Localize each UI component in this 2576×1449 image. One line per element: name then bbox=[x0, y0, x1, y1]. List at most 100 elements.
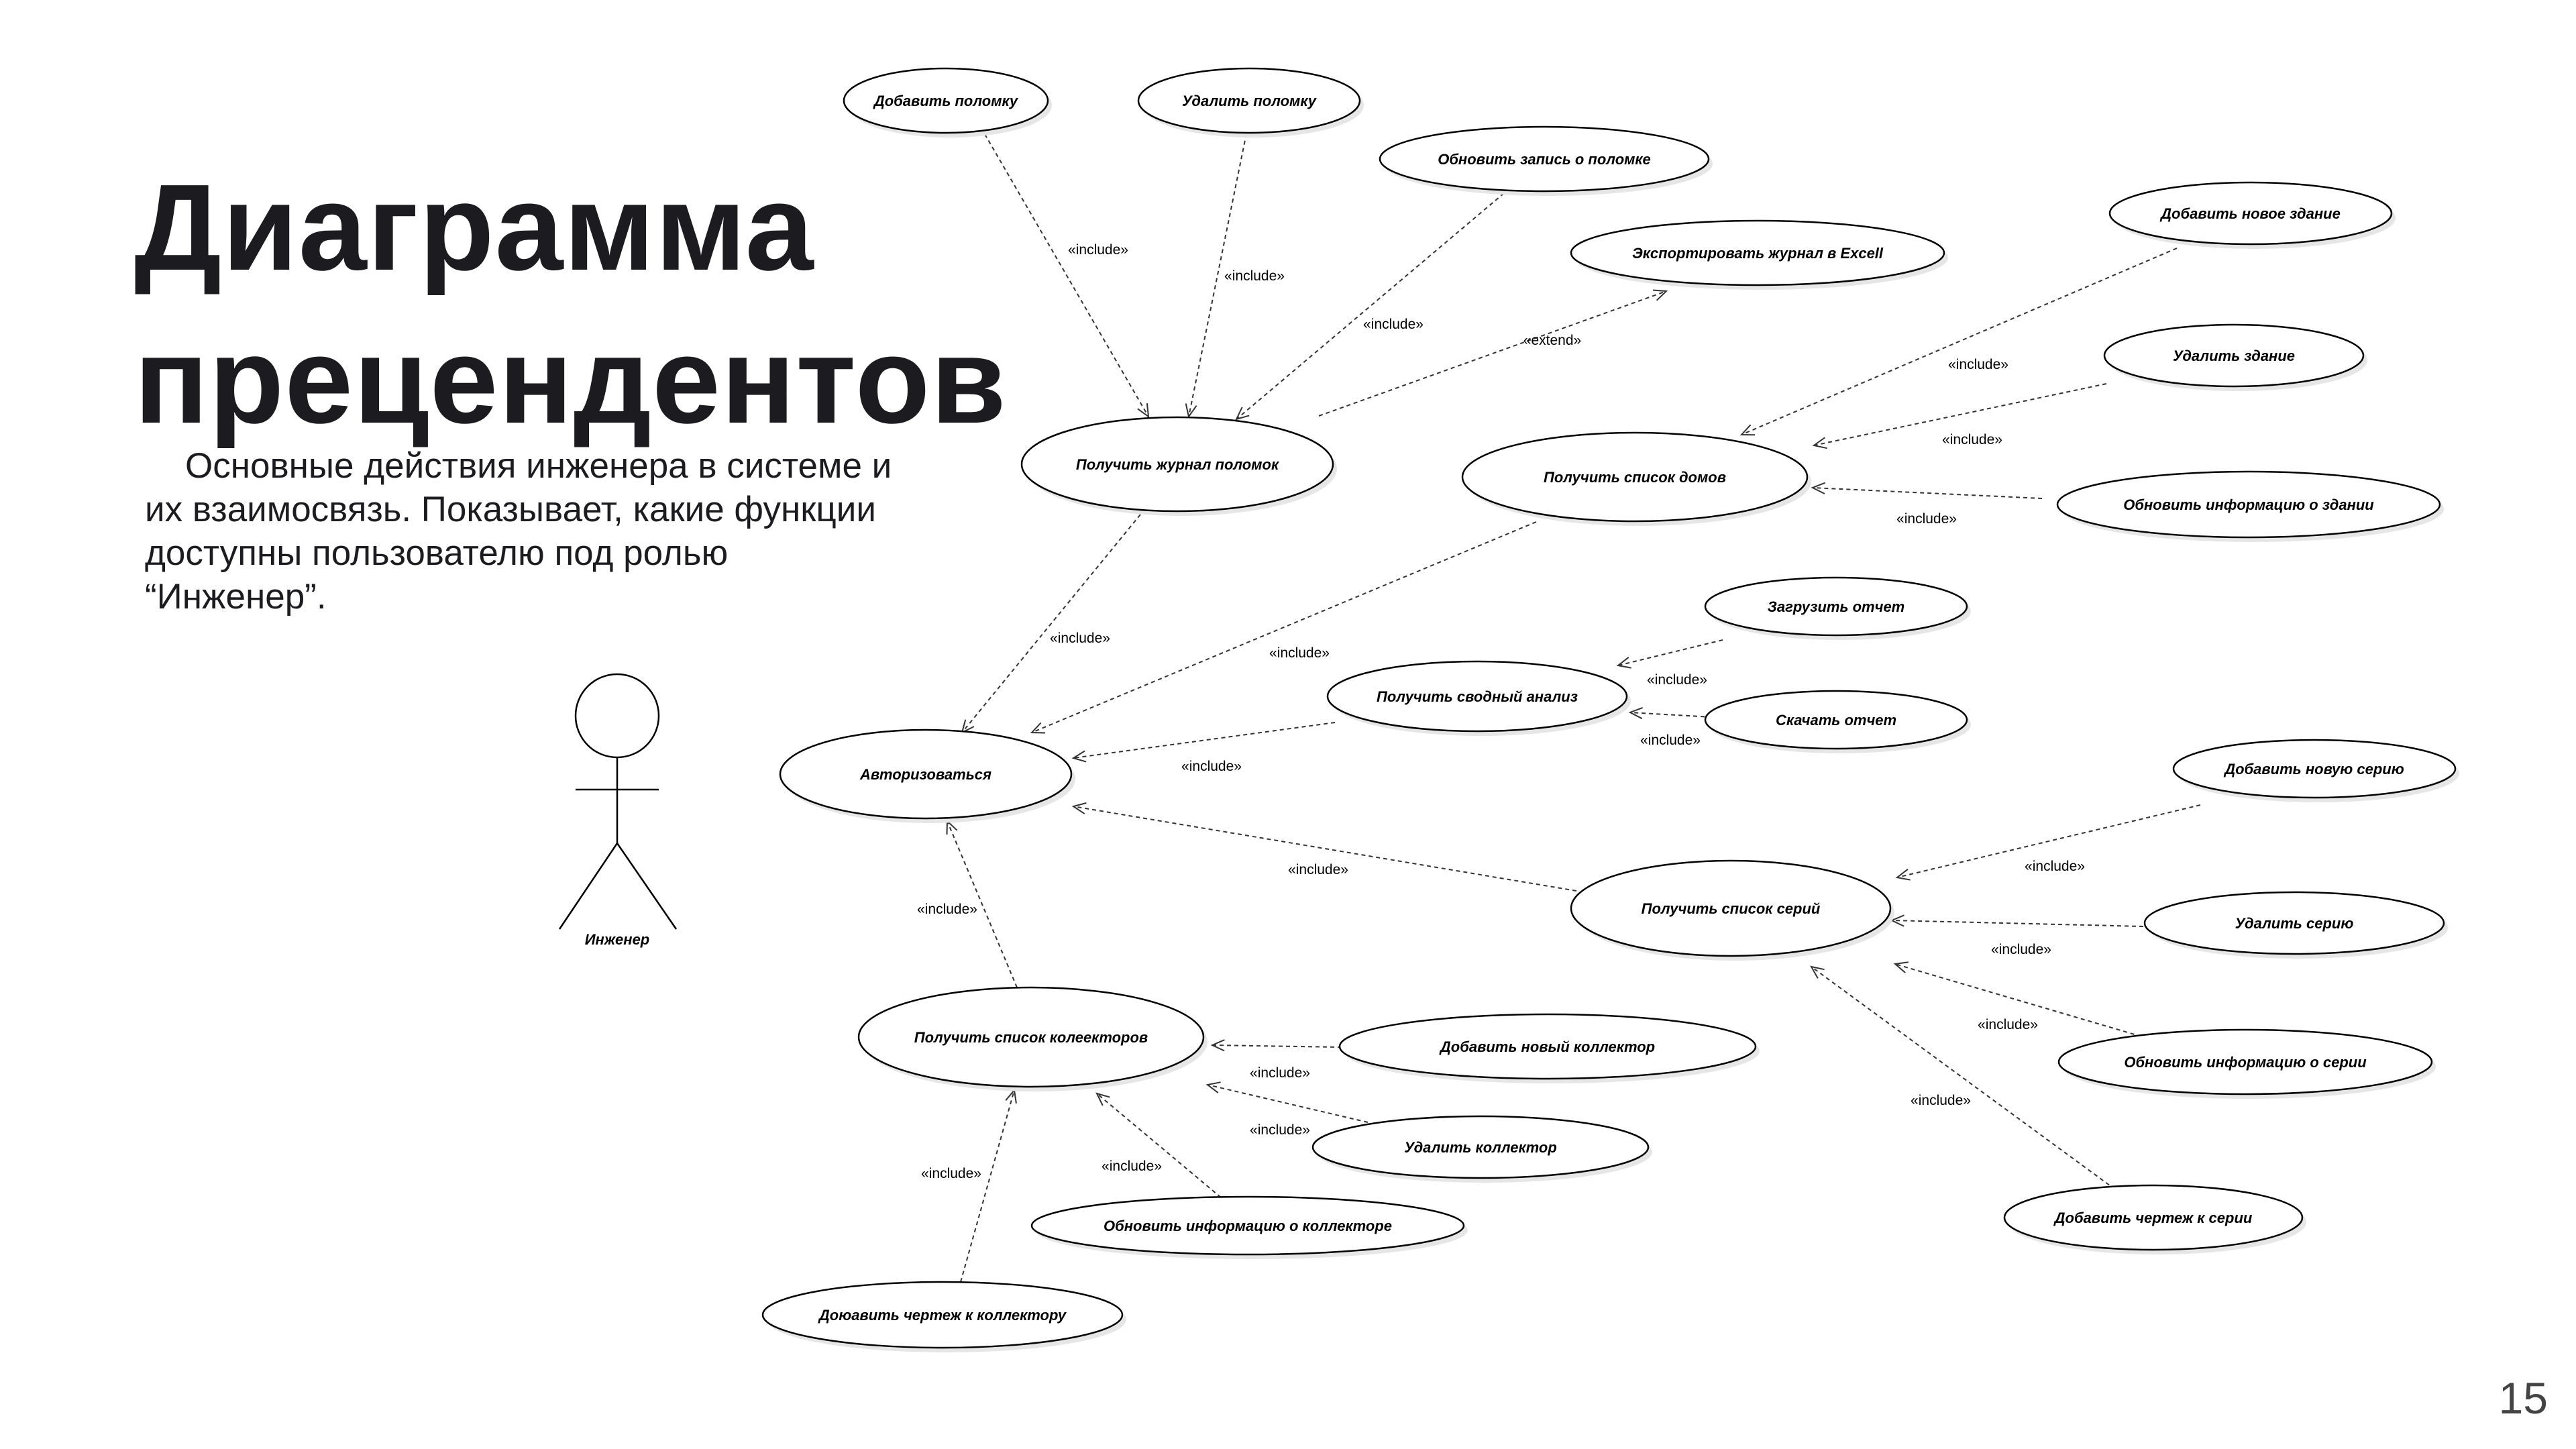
use-case-ellipse bbox=[1570, 219, 1945, 286]
use-case-label: Загрузить отчет bbox=[1768, 598, 1905, 615]
slide-description: Основные действия инженера в системе и и… bbox=[145, 446, 892, 616]
relation-label: «include» bbox=[1647, 672, 1707, 688]
relation-add-series-to-get-series: «include» bbox=[1895, 804, 2201, 881]
use-case-update-collector: Обновить информацию о коллекторе bbox=[1030, 1195, 1468, 1259]
relation-add-fault-to-get-fault-log: «include» bbox=[984, 133, 1150, 419]
relation-update-series-to-get-series: «include» bbox=[1893, 961, 2142, 1037]
use-case-ellipse bbox=[1311, 1115, 1650, 1179]
relation-line bbox=[984, 133, 1149, 417]
relation-label: «include» bbox=[917, 902, 977, 917]
relation-upload-report-to-get-summary: «include» bbox=[1616, 639, 1723, 688]
relation-label: «include» bbox=[1102, 1159, 1162, 1174]
relation-download-report-to-get-summary: «include» bbox=[1628, 706, 1713, 748]
use-case-label: Получить журнал поломок bbox=[1076, 456, 1280, 473]
use-case-update-building: Обновить информацию о здании bbox=[2056, 470, 2444, 542]
relation-line bbox=[1629, 712, 1713, 718]
relation-label: «include» bbox=[1942, 432, 2002, 447]
use-case-ellipse bbox=[2057, 1028, 2433, 1095]
use-case-label: Обновить информацию о здании bbox=[2123, 496, 2374, 513]
relation-arrowhead bbox=[1185, 403, 1197, 419]
relation-add-collector-to-get-collectors: «include» bbox=[1210, 1039, 1342, 1081]
relation-arrowhead bbox=[1812, 437, 1827, 449]
relation-label: «extend» bbox=[1523, 333, 1581, 348]
slide-title: Диаграмма прецендентов bbox=[134, 151, 1007, 457]
relation-line bbox=[1212, 1044, 1342, 1048]
relation-arrowhead bbox=[1616, 657, 1631, 669]
relation-update-fault-to-get-fault-log: «include» bbox=[1235, 193, 1505, 421]
use-case-ellipse bbox=[761, 1281, 1124, 1349]
relation-label: «include» bbox=[2025, 859, 2085, 874]
use-case-label: Получить список домов bbox=[1544, 469, 1726, 486]
use-case-label: Добавить чертеж к серии bbox=[2053, 1210, 2253, 1226]
use-case-ellipse bbox=[857, 986, 1205, 1088]
use-case-label: Получить сводный анализ bbox=[1377, 688, 1578, 705]
use-case-label: Удалить серию bbox=[2235, 915, 2354, 932]
use-case-authorize: Авторизоваться bbox=[779, 729, 1075, 823]
use-case-add-collector: Добавить новый коллектор bbox=[1338, 1013, 1760, 1083]
relation-line bbox=[1896, 804, 2201, 878]
relation-label: «include» bbox=[1911, 1093, 1971, 1108]
relation-label: «include» bbox=[1363, 317, 1424, 332]
use-case-label: Удалить коллектор bbox=[1404, 1139, 1557, 1156]
use-case-delete-fault: Удалить поломку bbox=[1137, 67, 1364, 138]
use-case-get-collectors: Получить список колеекторов bbox=[857, 986, 1208, 1091]
use-case-add-collector-drawing: Доюавить чертеж к коллектору bbox=[761, 1281, 1126, 1352]
relation-line bbox=[1096, 1093, 1222, 1198]
actor-head bbox=[574, 673, 660, 759]
use-case-get-fault-log: Получить журнал поломок bbox=[1020, 416, 1337, 516]
use-case-ellipse bbox=[2172, 739, 2457, 799]
relation-get-fault-log-to-authorize: «include» bbox=[961, 514, 1141, 734]
relation-line bbox=[1811, 966, 2116, 1190]
use-case-ellipse bbox=[2103, 323, 2365, 388]
relation-label: «include» bbox=[1181, 759, 1242, 774]
use-case-upload-report: Загрузить отчет bbox=[1704, 576, 1971, 640]
relation-delete-collector-to-get-collectors: «include» bbox=[1205, 1081, 1368, 1138]
slide-title-line-2: прецендентов bbox=[134, 311, 1007, 449]
use-case-ellipse bbox=[2143, 891, 2445, 955]
use-case-ellipse bbox=[1704, 576, 1968, 637]
relation-label: «include» bbox=[1288, 862, 1348, 877]
use-case-delete-series: Удалить серию bbox=[2143, 891, 2448, 959]
relation-arrowhead bbox=[946, 819, 958, 835]
use-case-ellipse bbox=[779, 729, 1073, 820]
relation-get-fault-log-to-export-log: «extend» bbox=[1318, 289, 1668, 417]
use-case-label: Получить список колеекторов bbox=[914, 1029, 1148, 1046]
relation-arrowhead bbox=[1810, 965, 1825, 979]
relation-label: «include» bbox=[921, 1166, 981, 1181]
relation-arrowhead bbox=[1628, 706, 1644, 720]
relation-label: «include» bbox=[1224, 268, 1285, 284]
relation-arrowhead bbox=[1739, 424, 1756, 436]
use-case-ellipse bbox=[1461, 431, 1809, 523]
relation-line bbox=[1188, 133, 1247, 417]
use-case-label: Авторизоваться bbox=[859, 766, 991, 783]
use-case-ellipse bbox=[2056, 470, 2441, 539]
use-case-ellipse bbox=[843, 67, 1049, 134]
relation-line bbox=[1894, 963, 2142, 1037]
use-case-ellipse bbox=[1379, 125, 1710, 193]
relation-line bbox=[1073, 722, 1336, 759]
relation-update-collector-to-get-collectors: «include» bbox=[1095, 1092, 1222, 1198]
page-number: 15 bbox=[2498, 1373, 2548, 1423]
relation-arrowhead bbox=[1095, 1092, 1110, 1106]
relation-label: «include» bbox=[1978, 1017, 2038, 1032]
use-case-update-series: Обновить информацию о серии bbox=[2057, 1028, 2436, 1099]
use-case-ellipse bbox=[1020, 416, 1334, 513]
relation-label: «include» bbox=[1896, 511, 1957, 527]
use-case-label: Добавить новую серию bbox=[2223, 761, 2404, 777]
use-case-get-houses: Получить список домов bbox=[1461, 431, 1811, 526]
relation-delete-building-to-get-houses: «include» bbox=[1812, 383, 2107, 449]
relation-delete-series-to-get-series: «include» bbox=[1890, 914, 2144, 957]
actor-engineer: Инженер bbox=[558, 673, 678, 948]
relation-label: «include» bbox=[1991, 942, 2051, 957]
relation-line bbox=[1236, 193, 1505, 420]
relation-add-building-to-get-houses: «include» bbox=[1739, 248, 2178, 436]
use-case-add-series-drawing: Добавить чертеж к серии bbox=[2003, 1184, 2306, 1254]
relation-arrowhead bbox=[1030, 722, 1046, 734]
relation-label: «include» bbox=[1250, 1122, 1310, 1138]
use-case-label: Скачать отчет bbox=[1776, 712, 1896, 729]
relation-get-houses-to-authorize: «include» bbox=[1030, 521, 1537, 734]
use-case-ellipse bbox=[1704, 690, 1968, 750]
relations-layer: «include»«include»«include»«extend»«incl… bbox=[917, 133, 2201, 1283]
